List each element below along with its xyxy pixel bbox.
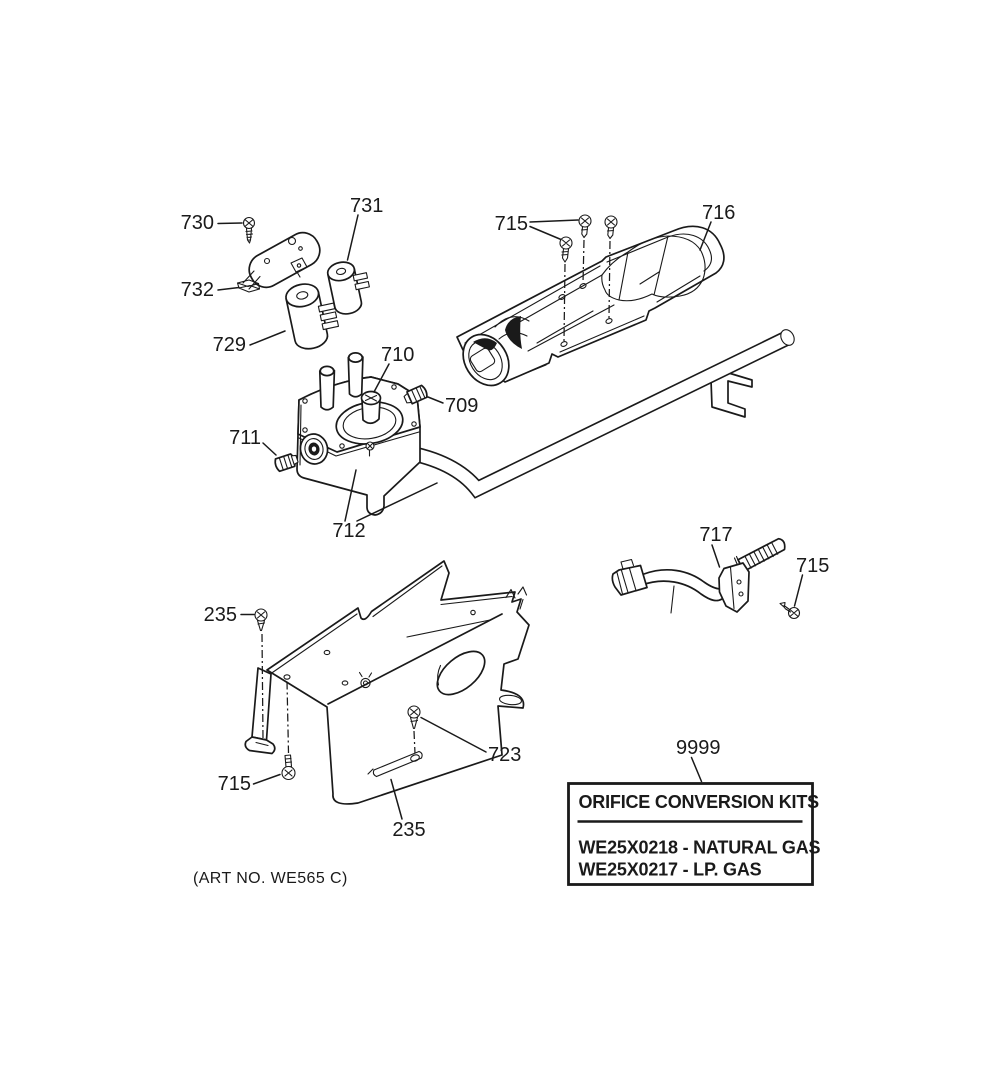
leader-732 bbox=[217, 286, 240, 291]
leader-731 bbox=[346, 214, 359, 261]
callout-235-screw: 235 bbox=[204, 604, 237, 626]
part-235-bracket bbox=[244, 560, 530, 805]
leader-730 bbox=[217, 222, 243, 225]
part-712-gas-valve bbox=[274, 329, 795, 516]
pipe-clip bbox=[710, 370, 753, 418]
kit-box-title: ORIFICE CONVERSION KITS bbox=[579, 792, 820, 812]
part-729-coil bbox=[285, 283, 340, 350]
clamp-clip bbox=[236, 279, 261, 293]
leader-235-bracket bbox=[390, 778, 403, 820]
callout-9999: 9999 bbox=[676, 737, 721, 759]
callout-732: 732 bbox=[181, 279, 214, 301]
part-732-bracket bbox=[236, 231, 321, 293]
part-711-fitting bbox=[274, 453, 299, 473]
leader-715-burner bbox=[529, 219, 579, 241]
part-710-cap bbox=[360, 390, 382, 425]
leader-710 bbox=[373, 363, 390, 393]
part-717-igniter bbox=[611, 537, 786, 614]
leader-717 bbox=[711, 544, 721, 568]
grommet bbox=[360, 677, 371, 689]
callout-715-bracket: 715 bbox=[218, 773, 251, 795]
part-715-screw-bracket bbox=[281, 681, 296, 781]
bracket-foot bbox=[498, 694, 523, 706]
callout-710: 710 bbox=[381, 344, 414, 366]
torn-edge-marks bbox=[505, 586, 528, 610]
part-709-fitting bbox=[403, 384, 428, 405]
burner-tray bbox=[456, 225, 725, 383]
igniter-bracket bbox=[718, 562, 750, 613]
callout-715-igniter: 715 bbox=[796, 555, 829, 577]
callout-712: 712 bbox=[332, 520, 365, 542]
burner-bowl bbox=[601, 235, 706, 302]
bracket-main bbox=[266, 560, 530, 805]
callout-709: 709 bbox=[445, 395, 478, 417]
leader-715-igniter bbox=[793, 574, 804, 607]
leader-723 bbox=[420, 716, 487, 753]
callout-717: 717 bbox=[699, 524, 732, 546]
part-715-screws-burner bbox=[559, 214, 618, 342]
part-731-coil bbox=[326, 261, 370, 315]
kit-box-border bbox=[567, 782, 814, 886]
orifice-kit-box: 9999 ORIFICE CONVERSION KITS WE25X0218 -… bbox=[567, 737, 821, 886]
callout-716: 716 bbox=[702, 202, 735, 224]
pipe-end bbox=[780, 329, 795, 346]
art-number: (ART NO. WE565 C) bbox=[193, 870, 348, 887]
leader-712 bbox=[344, 469, 438, 522]
igniter-plug bbox=[611, 558, 648, 596]
bracket-slot bbox=[367, 750, 423, 778]
kit-lp-gas: WE25X0217 - LP. GAS bbox=[579, 860, 762, 880]
callout-723: 723 bbox=[488, 744, 521, 766]
valve-inlet-boss bbox=[299, 433, 329, 465]
bracket-fold bbox=[327, 613, 503, 705]
callout-715-burner: 715 bbox=[495, 213, 528, 235]
screw-715-a bbox=[559, 236, 573, 342]
part-715-screw-igniter bbox=[779, 601, 801, 620]
part-723-screw bbox=[407, 705, 421, 754]
leader-711 bbox=[262, 442, 277, 456]
bracket-left-wall bbox=[251, 667, 272, 741]
callout-235-bracket: 235 bbox=[392, 819, 425, 841]
leader-715-bracket bbox=[252, 773, 281, 785]
valve-stems bbox=[318, 352, 364, 411]
callout-730: 730 bbox=[181, 212, 214, 234]
callout-729: 729 bbox=[213, 334, 246, 356]
leader-729 bbox=[249, 330, 286, 346]
leader-716 bbox=[699, 221, 712, 251]
part-730-screw bbox=[242, 216, 256, 244]
kit-natural-gas: WE25X0218 - NATURAL GAS bbox=[579, 838, 821, 858]
leader-9999 bbox=[690, 756, 703, 783]
oval-hole bbox=[436, 650, 486, 696]
screw-715-c bbox=[604, 215, 618, 319]
callout-711: 711 bbox=[229, 427, 261, 449]
part-235-screw bbox=[254, 608, 268, 739]
part-716-burner-assembly bbox=[456, 225, 725, 387]
igniter-wires bbox=[641, 569, 725, 602]
leader-709 bbox=[427, 396, 444, 404]
screw-715-b bbox=[578, 214, 592, 284]
callout-731: 731 bbox=[350, 195, 383, 217]
